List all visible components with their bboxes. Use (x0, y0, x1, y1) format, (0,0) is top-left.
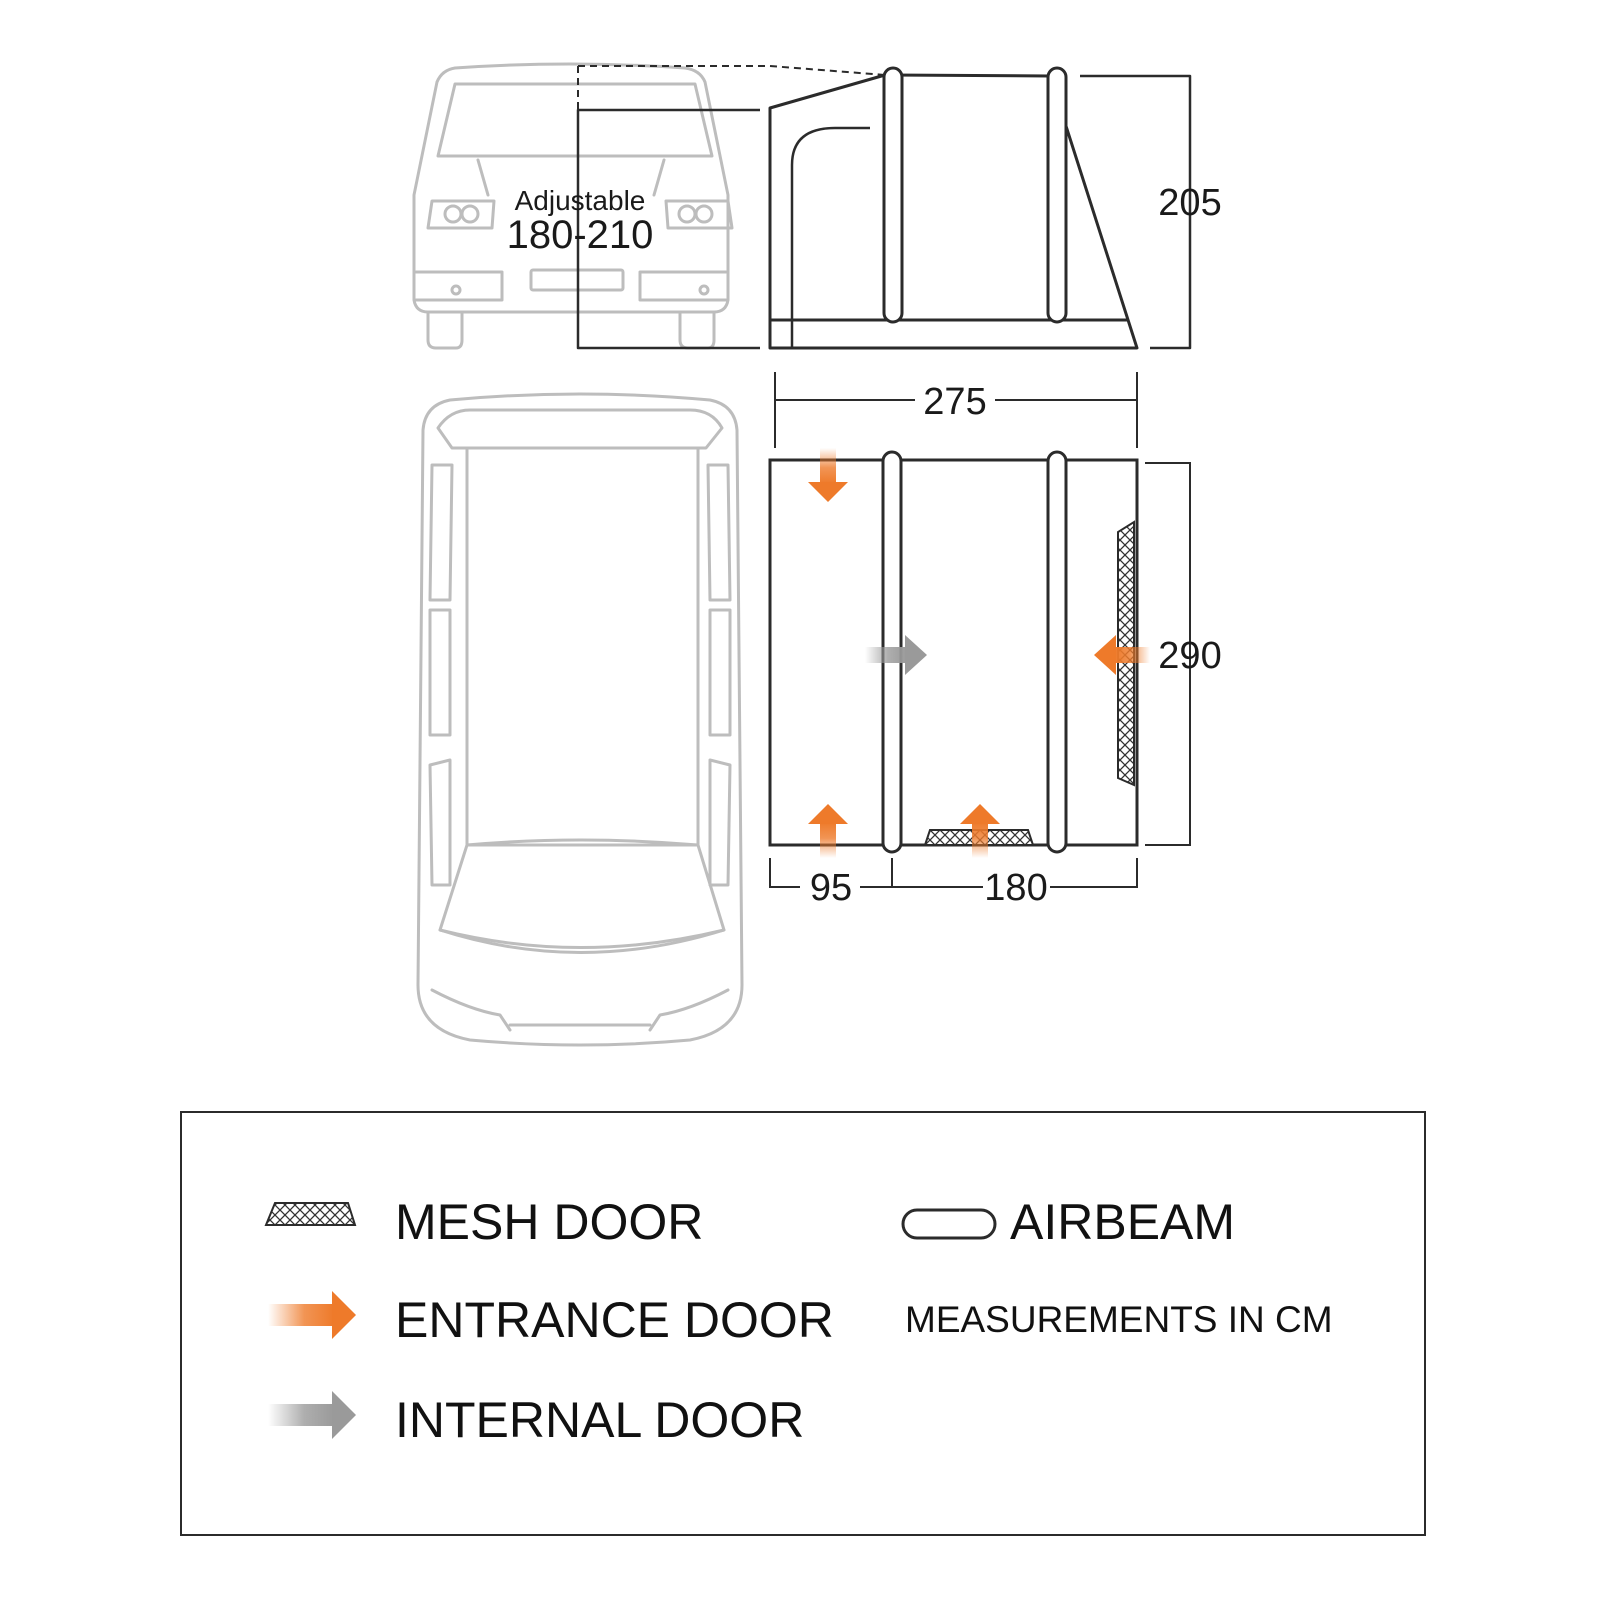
legend-box (180, 1111, 1426, 1536)
entrance-arrow-bottom-right (960, 804, 1000, 858)
legend-airbeam: AIRBEAM (1010, 1194, 1235, 1250)
front-section-dimension: 95 (810, 867, 852, 909)
entrance-arrow-bottom-left (808, 804, 848, 858)
awning-floor-plan (768, 372, 1191, 888)
awning-side-view (576, 65, 1192, 350)
legend-entrance-door: ENTRANCE DOOR (395, 1292, 834, 1348)
airbeam-icon (901, 1208, 997, 1240)
airbeam-plan-2 (1046, 450, 1068, 854)
legend-internal-door: INTERNAL DOOR (395, 1392, 804, 1448)
depth-dimension: 290 (1158, 635, 1221, 677)
height-dimension: 205 (1158, 182, 1221, 224)
entrance-arrow-top (808, 448, 848, 502)
vehicle-top-view (416, 392, 744, 1047)
width-dimension: 275 (923, 381, 986, 423)
internal-arrow-plan (865, 635, 927, 675)
rear-section-dimension: 180 (984, 867, 1047, 909)
internal-door-icon (268, 1391, 356, 1439)
legend-units-note: MEASUREMENTS IN CM (905, 1299, 1333, 1340)
mesh-door-icon (264, 1202, 357, 1226)
adjustable-label: Adjustable (515, 185, 646, 216)
legend-mesh-door: MESH DOOR (395, 1194, 703, 1250)
entrance-door-icon (268, 1291, 356, 1339)
adjustable-range: 180-210 (507, 213, 654, 257)
entrance-arrow-side (1094, 635, 1150, 675)
